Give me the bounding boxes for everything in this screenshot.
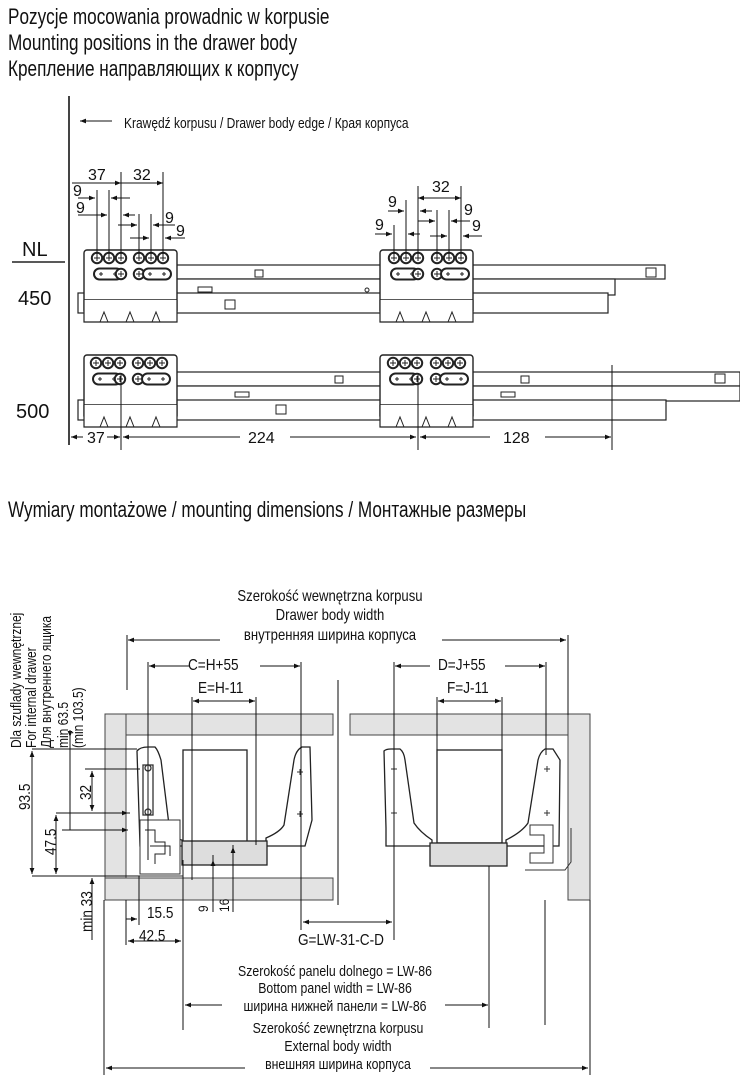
dim-93-5: 93.5 [17,784,34,810]
horizontal-dim-lines [125,845,236,1030]
dim-32-rear: 32 [432,179,450,196]
nl-500-label: 500 [16,401,49,423]
dim-min-33: min 33 [79,891,96,932]
cabinet-right [349,713,591,901]
dims-450-rear [375,186,482,258]
dim-c: C=H+55 [188,657,239,674]
section2-drawing: Dla szuflady wewnętrznej For internal dr… [8,588,591,1075]
dim-32-vertical: 32 [78,785,95,800]
nl-450-label: 450 [18,288,51,310]
bottom-panel-pl: Szerokość panelu dolnego = LW-86 [238,963,432,979]
dim-15-5: 15.5 [147,905,173,922]
dim-9-rear-b: 9 [464,202,473,219]
body-width-pl: Szerokość wewnętrzna korpusu [237,588,422,605]
dim-16: 16 [216,899,232,912]
rail-500 [77,354,740,428]
bottom-panel-ru: ширина нижней панели = LW-86 [243,998,426,1014]
dim-9-rear-c: 9 [375,217,384,234]
dim-32-top: 32 [133,167,151,184]
internal-drawer-en: For internal drawer [23,647,40,748]
dim-g: G=LW-31-C-D [298,932,384,949]
internal-drawer-label: Dla szuflady wewnętrznej For internal dr… [8,613,87,748]
bottom-panel-dim-lines [103,866,591,1075]
body-width-ru: внутренняя ширина корпуса [244,627,417,644]
dims-500 [71,365,613,450]
dim-9-b: 9 [76,200,85,217]
dim-37-top: 37 [88,167,106,184]
title-line-pl: Pozycje mocowania prowadnic w korpusie [8,4,330,29]
section2-title: Wymiary montażowe / mounting dimensions … [8,497,527,522]
dim-37-bottom: 37 [87,430,105,447]
dim-9-a: 9 [73,183,82,200]
dim-9-rear-a: 9 [388,194,397,211]
dim-224: 224 [248,430,275,447]
drawer-right [383,748,572,871]
bottom-panel-label: Szerokość panelu dolnego = LW-86 Bottom … [238,963,432,1014]
body-width-label: Szerokość wewnętrzna korpusu Drawer body… [237,588,422,644]
rail-450 [77,249,666,323]
external-width-pl: Szerokość zewnętrzna korpusu [253,1020,424,1036]
min-63-5: min 63.5 [55,702,72,748]
section1-drawing: Krawędź korpusu / Drawer body edge / Кра… [12,96,740,450]
title-line-ru: Крепление направляющих к корпусу [8,56,299,81]
section1-title: Pozycje mocowania prowadnic w korpusie M… [8,4,420,82]
external-width-en: External body width [284,1038,391,1054]
external-width-ru: внешняя ширина корпуса [265,1056,411,1072]
dim-9-c: 9 [165,210,174,227]
drawer-left [130,746,313,877]
external-width-label: Szerokość zewnętrzna korpusu External bo… [253,1020,424,1072]
dim-f: F=J-11 [447,680,489,697]
dim-9-d: 9 [176,223,185,240]
top-dim-lines [126,635,569,940]
edge-label: Krawędź korpusu / Drawer body edge / Кра… [124,115,409,132]
dims-450-front [72,172,185,258]
body-width-en: Drawer body width [276,607,385,624]
dim-9-small: 9 [195,905,211,912]
bottom-panel-en: Bottom panel width = LW-86 [258,980,412,996]
nl-label: NL [22,239,48,261]
dim-9-rear-d: 9 [472,218,481,235]
cabinet-left [104,713,334,901]
min-103-5: (min 103.5) [70,687,87,748]
dim-42-5: 42.5 [139,928,165,945]
dim-128: 128 [503,430,530,447]
internal-drawer-pl: Dla szuflady wewnętrznej [8,613,25,748]
dim-47-5: 47.5 [43,829,60,855]
dim-d: D=J+55 [438,657,486,674]
title-line-en: Mounting positions in the drawer body [8,30,298,55]
internal-drawer-ru: Для внутреннего ящика [38,616,55,748]
dim-e: E=H-11 [198,680,243,697]
vertical-dim-lines [29,730,140,940]
